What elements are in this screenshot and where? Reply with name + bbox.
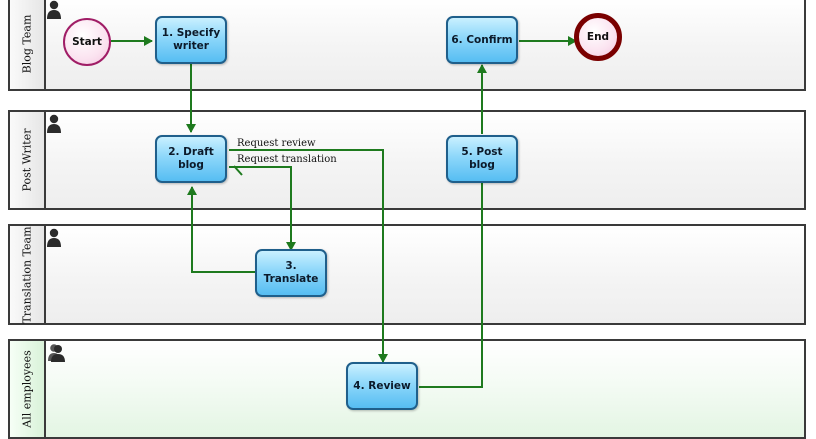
lane-header: Blog Team bbox=[10, 0, 46, 89]
person-icon bbox=[47, 228, 61, 247]
end-label: End bbox=[586, 31, 610, 43]
task-label: 1. Specify writer bbox=[161, 27, 221, 52]
lane-translation-team: Translation Team bbox=[8, 224, 806, 325]
task-label: 4. Review bbox=[353, 379, 411, 392]
start-event[interactable]: Start bbox=[63, 18, 111, 66]
task-label: 5. Post blog bbox=[461, 146, 503, 171]
lane-post-writer: Post Writer bbox=[8, 110, 806, 210]
person-icon bbox=[47, 114, 61, 133]
task-label: 6. Confirm bbox=[451, 33, 513, 46]
task-review[interactable]: 4. Review bbox=[346, 362, 418, 410]
task-specify-writer[interactable]: 1. Specify writer bbox=[155, 16, 227, 64]
group-icon bbox=[48, 344, 65, 362]
lane-all-employees: All employees bbox=[8, 339, 806, 439]
task-draft-blog[interactable]: 2. Draft blog bbox=[155, 135, 227, 183]
flow-draft-to-translate bbox=[229, 166, 296, 251]
edge-label-request-review: Request review bbox=[237, 138, 316, 149]
sequence-flows bbox=[111, 36, 577, 388]
task-translate[interactable]: 3. Translate bbox=[255, 249, 327, 297]
default-flow-marker bbox=[233, 165, 243, 176]
flow-translate-to-draft bbox=[187, 186, 255, 273]
task-post-blog[interactable]: 5. Post blog bbox=[446, 135, 518, 183]
flow-review-to-post bbox=[419, 162, 487, 388]
lane-header: Post Writer bbox=[10, 112, 46, 208]
lane-header: All employees bbox=[10, 341, 46, 437]
edge-label-request-translation: Request translation bbox=[237, 154, 337, 165]
start-label: Start bbox=[72, 36, 102, 48]
lane-header: Translation Team bbox=[10, 226, 46, 323]
end-event[interactable]: End bbox=[574, 13, 622, 61]
task-confirm[interactable]: 6. Confirm bbox=[446, 16, 518, 64]
flow-draft-to-review bbox=[229, 149, 388, 363]
lane-blog-team: Blog Team bbox=[8, 0, 806, 91]
person-icon bbox=[47, 0, 61, 19]
task-label: 3. Translate bbox=[263, 260, 319, 285]
task-label: 2. Draft blog bbox=[168, 146, 214, 171]
